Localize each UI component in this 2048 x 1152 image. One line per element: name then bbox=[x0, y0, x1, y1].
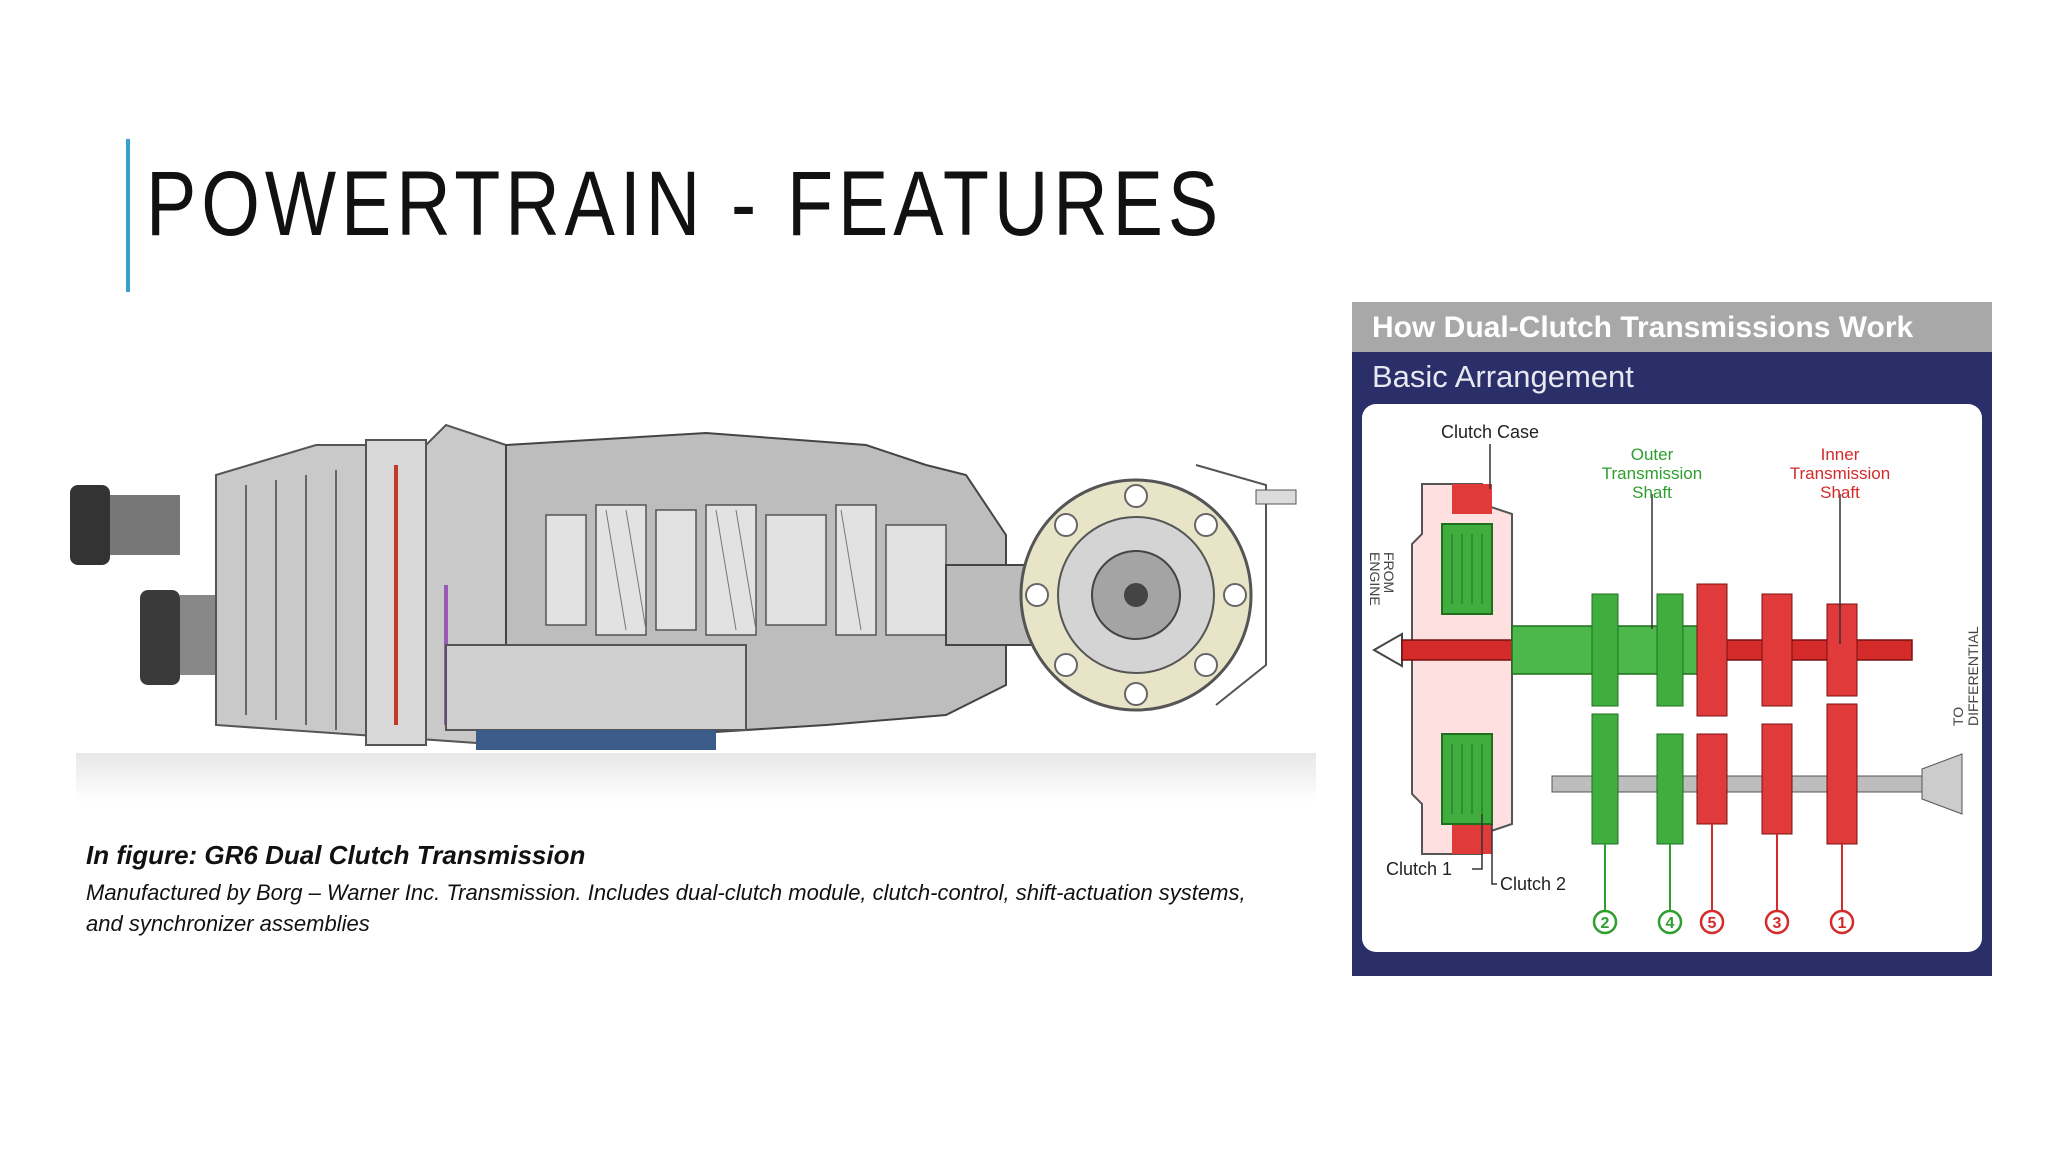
label-inner-shaft-2: Transmission bbox=[1790, 464, 1890, 483]
label-inner-shaft-1: Inner bbox=[1821, 445, 1860, 464]
clutch-case-bottom bbox=[1452, 824, 1492, 854]
label-clutch-2: Clutch 2 bbox=[1500, 874, 1566, 894]
label-inner-shaft-3: Shaft bbox=[1820, 483, 1860, 502]
caption-title: In figure: GR6 Dual Clutch Transmission bbox=[86, 840, 586, 870]
engine-input-arrow bbox=[1371, 632, 1403, 668]
gear-1-marker bbox=[1829, 909, 1855, 935]
gear-1-drive bbox=[1826, 603, 1858, 697]
gear-5-marker bbox=[1699, 909, 1725, 935]
caption-body: Manufactured by Borg – Warner Inc. Trans… bbox=[86, 877, 1346, 939]
title-accent-bar bbox=[126, 139, 130, 292]
gear-3-marker bbox=[1764, 909, 1790, 935]
gear-1-number: 1 bbox=[1838, 915, 1847, 932]
dct-diagram-canvas: Clutch Case Outer Transmission Shaft Inn… bbox=[1362, 404, 1982, 952]
label-outer-shaft-1: Outer bbox=[1631, 445, 1674, 464]
clutch-2-pack bbox=[1441, 733, 1493, 825]
gear-2-marker bbox=[1592, 909, 1618, 935]
gear-4-number: 4 bbox=[1666, 915, 1675, 932]
gear-3-number: 3 bbox=[1773, 915, 1782, 932]
slide-title: POWERTRAIN - FEATURES bbox=[146, 153, 1224, 255]
caption-line-2: and synchronizer assemblies bbox=[86, 911, 370, 936]
gear-2-driven bbox=[1591, 713, 1619, 845]
label-clutch-1: Clutch 1 bbox=[1386, 859, 1452, 879]
clutch-case-top bbox=[1452, 484, 1492, 514]
gear-5-drive bbox=[1696, 583, 1728, 717]
dct-subtitle: Basic Arrangement bbox=[1372, 359, 1634, 394]
gear-3-driven bbox=[1761, 723, 1793, 835]
figure-caption: In figure: GR6 Dual Clutch Transmission … bbox=[86, 840, 1346, 939]
label-clutch-case: Clutch Case bbox=[1441, 422, 1539, 442]
label-to-differential-2: DIFFERENTIAL bbox=[1965, 626, 1981, 726]
label-outer-shaft-2: Transmission bbox=[1602, 464, 1702, 483]
dct-header-band: How Dual-Clutch Transmissions Work bbox=[1352, 302, 1992, 352]
label-outer-shaft-3: Shaft bbox=[1632, 483, 1672, 502]
differential-output-gear bbox=[1921, 753, 1963, 815]
dct-diagram-panel: How Dual-Clutch Transmissions Work Basic… bbox=[1352, 302, 1992, 976]
gear-4-drive bbox=[1656, 593, 1684, 707]
gr6-transmission-illustration bbox=[70, 423, 1316, 803]
gear-2-number: 2 bbox=[1601, 915, 1610, 932]
gear-3-drive bbox=[1761, 593, 1793, 707]
gear-4-driven bbox=[1656, 733, 1684, 845]
label-to-differential-1: TO bbox=[1950, 707, 1966, 726]
gear-5-driven bbox=[1696, 733, 1728, 825]
gear-4-marker bbox=[1657, 909, 1683, 935]
clutch-1-pack bbox=[1441, 523, 1493, 615]
gear-2-drive bbox=[1591, 593, 1619, 707]
gear-5-number: 5 bbox=[1708, 915, 1717, 932]
gear-1-driven bbox=[1826, 703, 1858, 845]
label-from-engine-1: FROM bbox=[1381, 552, 1397, 593]
dct-arrangement-diagram: Clutch Case Outer Transmission Shaft Inn… bbox=[1367, 422, 1981, 935]
caption-line-1: Manufactured by Borg – Warner Inc. Trans… bbox=[86, 880, 1246, 905]
dct-header-title: How Dual-Clutch Transmissions Work bbox=[1372, 311, 1914, 344]
label-from-engine-2: ENGINE bbox=[1367, 552, 1383, 606]
